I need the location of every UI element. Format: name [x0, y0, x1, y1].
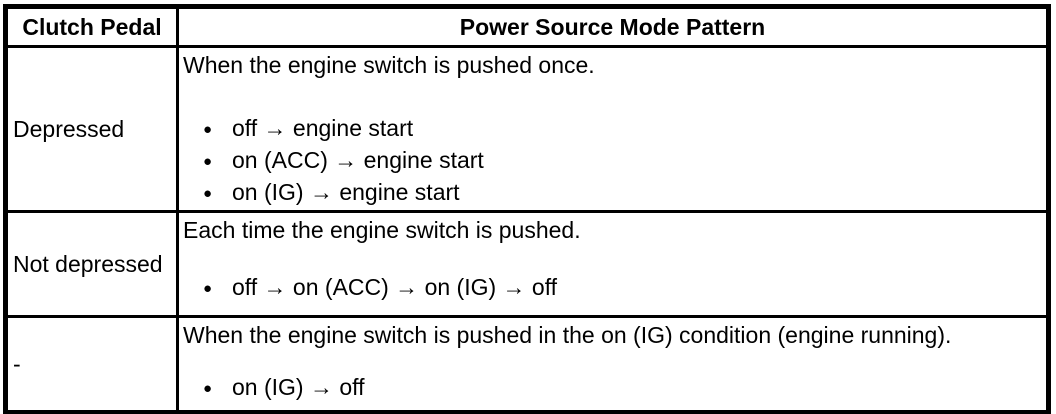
- header-power-source-mode-pattern: Power Source Mode Pattern: [176, 5, 1050, 48]
- list-item: ● on (ACC) → engine start: [203, 145, 1042, 177]
- bullet-icon: ●: [203, 121, 213, 138]
- clutch-pedal-value: Depressed: [13, 115, 125, 142]
- list-item: ● on (IG) → off: [203, 372, 1042, 404]
- bullet-icon: ●: [203, 153, 213, 170]
- pattern-description: Each time the engine switch is pushed.: [183, 217, 581, 243]
- table-header-row: Clutch Pedal Power Source Mode Pattern: [4, 5, 1050, 48]
- pattern-text: on (IG) → off: [232, 374, 365, 400]
- table-row-depressed: Depressed When the engine switch is push…: [4, 45, 1050, 213]
- table-row-not-depressed: Not depressed Each time the engine switc…: [4, 210, 1050, 318]
- power-source-mode-table: Clutch Pedal Power Source Mode Pattern D…: [3, 4, 1051, 414]
- clutch-pedal-value: -: [13, 350, 21, 377]
- bullet-icon: ●: [203, 185, 213, 202]
- pattern-text: on (ACC) → engine start: [232, 147, 484, 173]
- list-item: ● off → engine start: [203, 113, 1042, 145]
- pattern-list: ● off → engine start ● on (ACC) → engine s…: [183, 113, 1042, 209]
- pattern-description: When the engine switch is pushed in the …: [183, 322, 952, 348]
- pattern-list: ● on (IG) → off: [183, 372, 1042, 404]
- pattern-text: off → engine start: [232, 115, 414, 141]
- pattern-list: ● off → on (ACC) → on (IG) → off: [183, 272, 1042, 304]
- clutch-pedal-cell: -: [4, 315, 179, 414]
- list-item: ● off → on (ACC) → on (IG) → off: [203, 272, 1042, 304]
- pattern-cell: When the engine switch is pushed once. ●…: [176, 45, 1050, 213]
- pattern-text: off → on (ACC) → on (IG) → off: [232, 274, 558, 300]
- pattern-cell: Each time the engine switch is pushed. ●…: [176, 210, 1050, 318]
- clutch-pedal-cell: Depressed: [4, 45, 179, 213]
- pattern-text: on (IG) → engine start: [232, 179, 460, 205]
- pattern-cell: When the engine switch is pushed in the …: [176, 315, 1050, 414]
- list-item: ● on (IG) → engine start: [203, 177, 1042, 209]
- clutch-pedal-cell: Not depressed: [4, 210, 179, 318]
- bullet-icon: ●: [203, 380, 213, 397]
- pattern-description: When the engine switch is pushed once.: [183, 52, 595, 78]
- clutch-pedal-value: Not depressed: [13, 250, 163, 277]
- header-clutch-pedal: Clutch Pedal: [4, 5, 179, 48]
- bullet-icon: ●: [203, 280, 213, 297]
- table-row-dash: - When the engine switch is pushed in th…: [4, 315, 1050, 414]
